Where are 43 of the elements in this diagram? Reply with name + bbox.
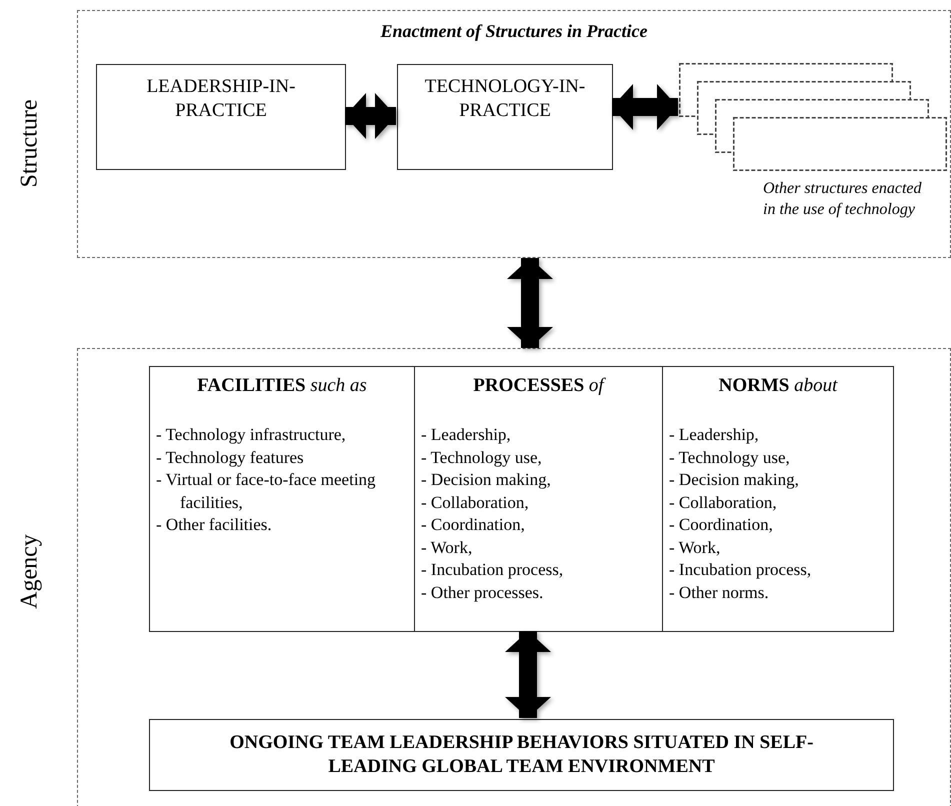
- list-item: - Other processes.: [421, 582, 544, 604]
- box-label: LEADERSHIP-IN-PRACTICE: [146, 75, 296, 123]
- list-item: - Collaboration,: [669, 492, 778, 514]
- list-item: - Leadership,: [669, 424, 760, 446]
- process-box: [96, 64, 346, 170]
- list-item: - Coordination,: [669, 514, 774, 536]
- double-arrow: [612, 84, 678, 130]
- side-label: Agency: [16, 533, 44, 611]
- table-column: [149, 366, 415, 632]
- box-label: TECHNOLOGY-IN-PRACTICE: [424, 75, 586, 123]
- list-item: - Decision making,: [421, 469, 552, 491]
- side-label: Structure: [16, 98, 44, 190]
- list-item: - Other norms.: [669, 582, 770, 604]
- list-item: - Technology infrastructure,: [156, 424, 347, 446]
- list-item: - Technology use,: [421, 446, 543, 469]
- list-item: - Other facilities.: [156, 514, 273, 536]
- panel-title: Enactment of Structures in Practice: [379, 21, 648, 42]
- list-item: - Incubation process,: [421, 559, 564, 581]
- list-item: - Collaboration,: [421, 492, 530, 514]
- process-box: [397, 64, 613, 170]
- list-item: - Work,: [421, 536, 474, 558]
- dashed-panel: [77, 10, 951, 258]
- list-item: - Decision making,: [669, 469, 800, 491]
- stacked-dashed-boxes: [679, 63, 947, 171]
- list-item: - Leadership,: [421, 424, 512, 446]
- note-text: Other structures enacted in the use of technology: [763, 179, 922, 220]
- list-item: - Virtual or face-to-face meeting facilities,: [156, 469, 377, 514]
- table-column: [662, 366, 894, 632]
- dashed-panel: [77, 348, 951, 806]
- list-item: - Coordination,: [421, 514, 526, 536]
- list-item: - Incubation process,: [669, 559, 812, 581]
- list-item: - Technology features: [156, 446, 305, 469]
- box-label: ONGOING TEAM LEADERSHIP BEHAVIORS SITUATED IN SELF-LEADING GLOBAL TEAM ENVIRONMENT: [228, 731, 814, 779]
- process-box: [149, 719, 894, 791]
- list-item: - Technology use,: [669, 446, 791, 469]
- column-heading: FACILITIES such as: [196, 375, 368, 397]
- double-arrow: [345, 93, 396, 139]
- table-column: [414, 366, 663, 632]
- list-item: - Work,: [669, 536, 722, 558]
- column-heading: PROCESSES of: [472, 375, 607, 397]
- double-arrow: [507, 258, 553, 348]
- column-heading: NORMS about: [718, 375, 839, 397]
- double-arrow: [505, 631, 551, 718]
